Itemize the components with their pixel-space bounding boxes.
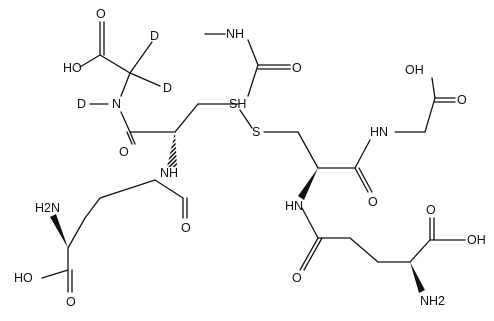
label-o-glu-right-amide: O <box>292 271 302 285</box>
label-o-glu-left-acid: O <box>66 295 76 309</box>
label-d-2: D <box>163 81 172 95</box>
label-h2n-left: H2N <box>35 201 60 215</box>
label-sh: SH <box>229 97 246 111</box>
right-cysteine-fragment <box>297 77 456 200</box>
disulfide-bridge <box>239 109 299 133</box>
label-d-1: D <box>150 29 159 43</box>
label-oh-glu-right: OH <box>467 233 486 247</box>
carbamoyl-fragment <box>204 33 291 97</box>
label-o-glu-left-amide: O <box>181 221 191 235</box>
left-glutamate-fragment <box>41 179 188 293</box>
label-o-amide-left: O <box>119 145 129 159</box>
right-glutamate-fragment <box>299 207 466 293</box>
label-hn-gly-right: HN <box>370 125 388 139</box>
label-o-glu-right-acid: O <box>426 203 436 217</box>
label-nh-methyl: NH <box>226 27 244 41</box>
label-n-d: N <box>112 97 121 111</box>
label-nh-left: NH <box>160 166 178 180</box>
stereo-wedge-right-glu <box>410 262 425 293</box>
label-d-n: D <box>77 97 86 111</box>
label-o-top: O <box>96 7 106 21</box>
left-cysteine-fragment <box>126 103 239 167</box>
label-hn-right: HN <box>285 199 303 213</box>
label-oh-top: HO <box>63 61 82 75</box>
label-oh-glu-left: HO <box>14 271 33 285</box>
label-s-bridge: S <box>252 125 260 139</box>
label-o-amide-right: O <box>368 195 378 209</box>
label-o-gly-right: O <box>457 93 467 107</box>
stereo-wedge-right <box>298 168 318 200</box>
label-oh-gly-right: OH <box>405 63 424 77</box>
glycine-d2-fragment <box>79 21 161 133</box>
label-nh2-right: NH2 <box>420 294 445 308</box>
stereo-wedge-left <box>50 214 68 248</box>
label-o-carbamoyl: O <box>292 61 302 75</box>
stereo-hash-wedge <box>167 132 177 167</box>
